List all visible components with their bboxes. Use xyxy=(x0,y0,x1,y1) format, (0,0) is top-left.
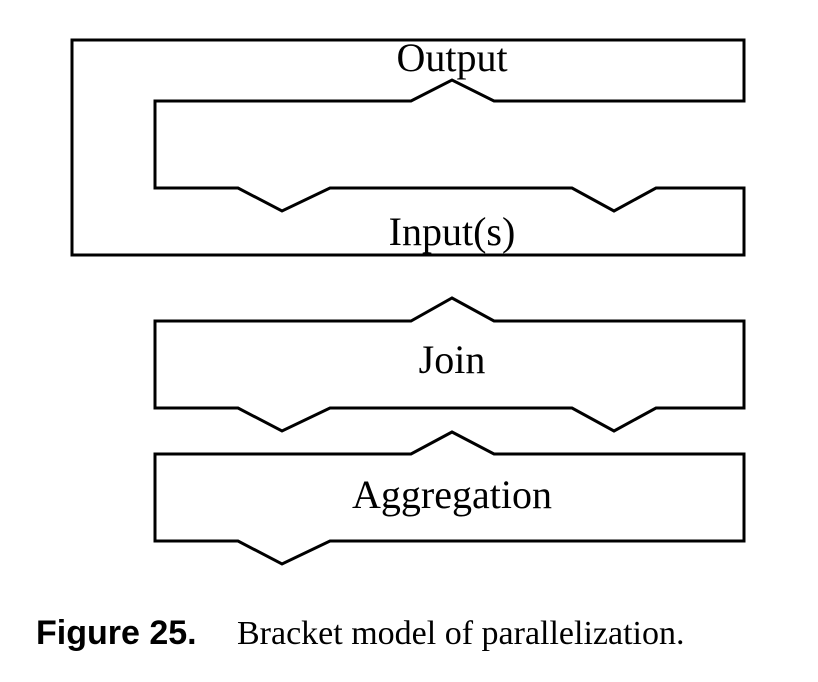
aggregation-outline xyxy=(153,430,746,566)
aggregation-operator: Aggregation xyxy=(153,430,746,566)
bracket-template: Output Input(s) xyxy=(70,35,746,257)
figure-caption: Figure 25. Bracket model of parallelizat… xyxy=(36,614,684,652)
bracket-outline xyxy=(70,38,746,257)
aggregation-label: Aggregation xyxy=(352,472,552,517)
caption-label: Figure 25. xyxy=(36,614,197,652)
join-label: Join xyxy=(419,337,486,382)
join-operator: Join xyxy=(153,296,746,433)
join-outline xyxy=(153,296,746,433)
caption-text: Bracket model of parallelization. xyxy=(237,615,684,652)
inputs-label: Input(s) xyxy=(389,209,516,254)
output-label: Output xyxy=(396,35,507,80)
